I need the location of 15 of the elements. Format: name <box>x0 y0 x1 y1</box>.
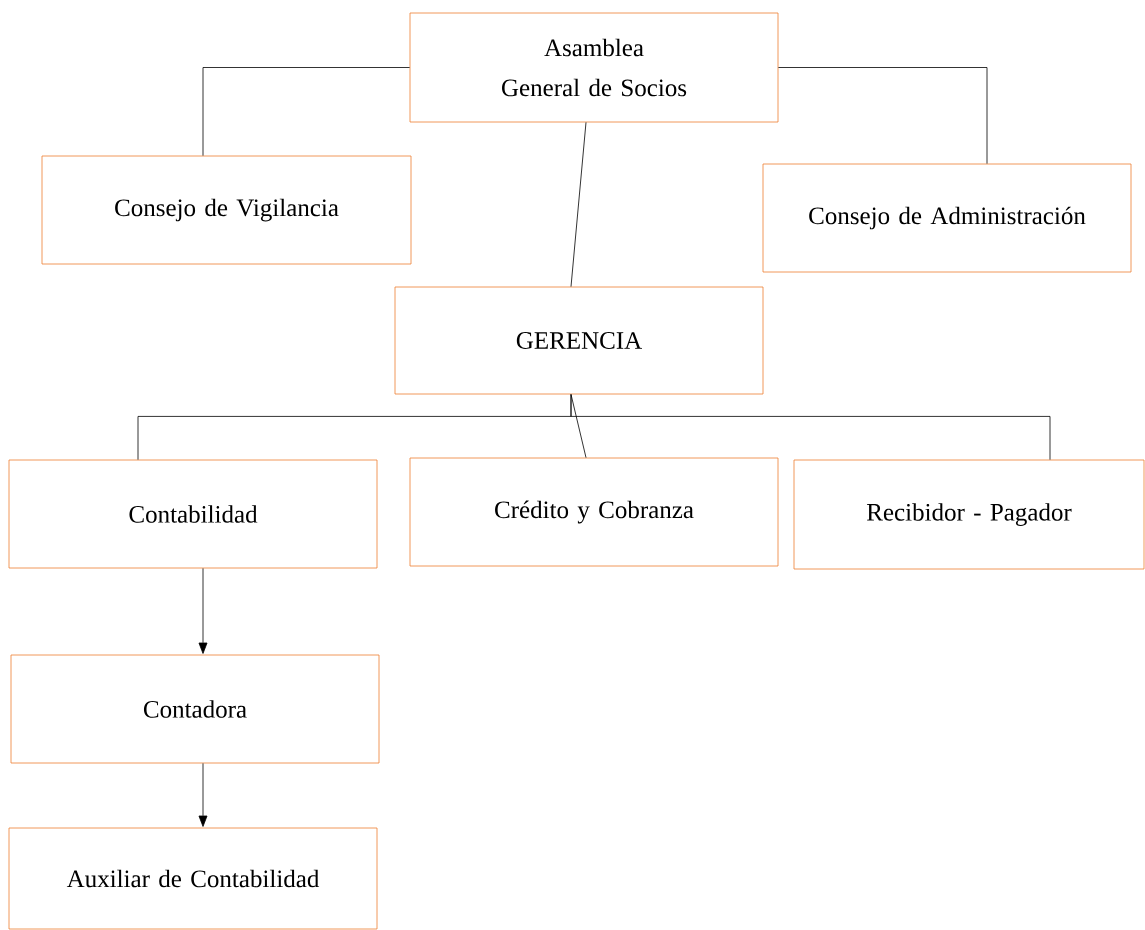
org-box: Consejo de Vigilancia <box>41 155 412 265</box>
connector <box>198 763 208 827</box>
org-box: Asamblea General de Socios <box>409 12 779 123</box>
org-box: Contabilidad <box>8 459 378 569</box>
org-box: Crédito y Cobranza <box>409 457 779 567</box>
connector <box>202 67 410 156</box>
org-box: Recibidor - Pagador <box>793 459 1145 570</box>
org-box: Contadora <box>10 654 380 764</box>
connector <box>570 394 1051 460</box>
org-box: GERENCIA <box>394 286 764 395</box>
org-box: Consejo de Administración <box>762 163 1132 273</box>
connector <box>198 568 208 654</box>
connector <box>778 67 988 164</box>
connector <box>570 122 587 287</box>
org-box: Auxiliar de Contabilidad <box>8 827 378 930</box>
